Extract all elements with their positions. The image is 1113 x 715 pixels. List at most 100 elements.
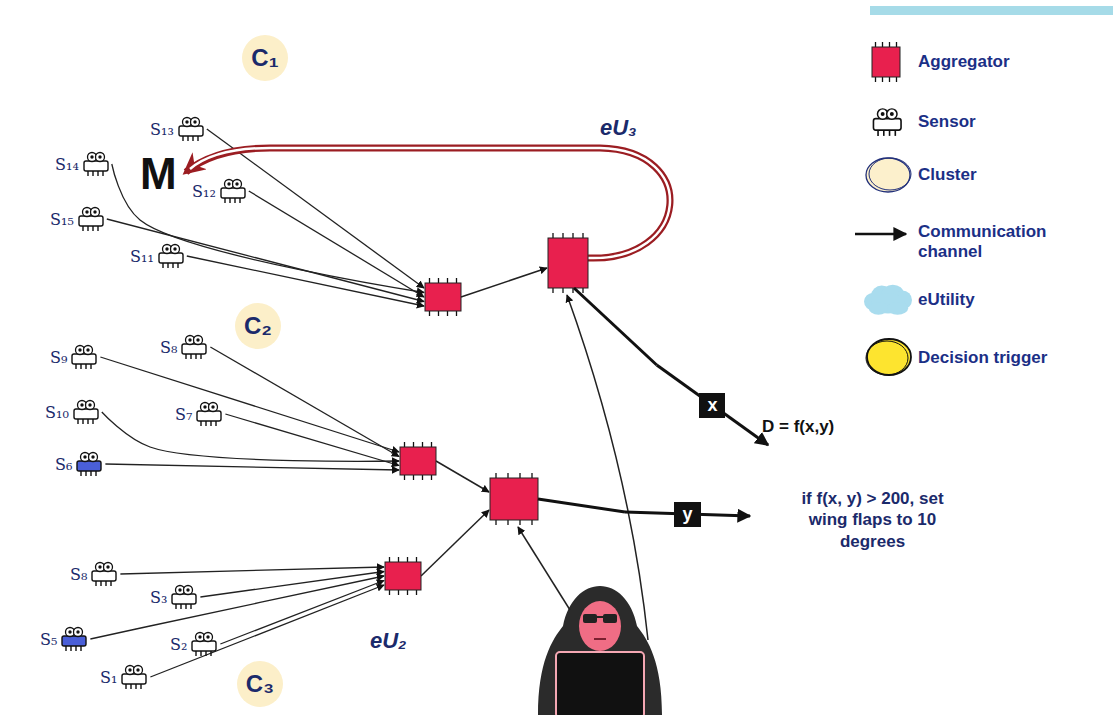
cluster-fill (23, 78, 317, 272)
cloud-puff (887, 302, 908, 315)
attack-link (518, 527, 570, 610)
cluster-ring (22, 315, 279, 506)
cloud-shape (365, 165, 670, 365)
sensor-eye (90, 208, 99, 217)
sensor-node: S₁ (100, 663, 149, 691)
sensor-body (92, 571, 116, 581)
decision-formula: D = f(x,y) (762, 417, 834, 437)
sensor-node: S₅ (40, 625, 89, 653)
sensor-body (62, 636, 86, 646)
sensor-pupil (79, 348, 82, 351)
hacker-laptop (556, 652, 644, 715)
chip-body (425, 283, 461, 311)
cloud-puff (345, 458, 457, 578)
sensor-body (84, 161, 108, 171)
aggregator-chip (872, 42, 900, 82)
sensor-link (249, 191, 424, 297)
cloud-puff (449, 404, 578, 524)
sensor-body (221, 188, 245, 198)
sensor-body (179, 126, 203, 136)
sensor-body (197, 411, 221, 421)
sensor-label: S₁₄ (55, 155, 79, 174)
sensor-eye (84, 346, 93, 355)
sensor-link (100, 357, 399, 452)
sensor-pupil (204, 405, 207, 408)
sensor-icon (873, 109, 901, 136)
sensor-pupil (179, 588, 182, 591)
channel-swatch (855, 233, 906, 236)
sensor-icon (197, 403, 221, 427)
hacker-mouth (594, 638, 606, 640)
edge-label: y (674, 502, 700, 527)
sensor-pupil (165, 247, 168, 250)
sensor-link (187, 256, 424, 306)
sensor-link (105, 464, 399, 470)
sensor-icon (179, 118, 203, 142)
sensor-icon (62, 628, 86, 652)
sensor-node: S₈ (70, 560, 119, 588)
aggregator-link (461, 268, 547, 297)
sensor-pupil (137, 668, 140, 671)
hacker-glasses (603, 614, 617, 623)
chip-body (490, 478, 538, 520)
sensor-node: S₁₁ (130, 242, 186, 270)
sensor-pupil (77, 630, 80, 633)
eutility-label: eU₃ (600, 115, 637, 141)
cluster-label: C₂ (235, 303, 281, 349)
cluster-ring (27, 75, 319, 271)
sensor-label: S₂ (170, 635, 187, 654)
sensor-icon (172, 586, 196, 610)
cloud-puff (513, 443, 625, 572)
sensor-pupil (235, 182, 238, 185)
sensor-pupil (129, 668, 132, 671)
sensor-body (192, 641, 216, 651)
cluster-ring (20, 81, 316, 273)
sensor-body (79, 216, 103, 226)
sensor-label: S₅ (40, 630, 57, 649)
cloud-puff (479, 520, 602, 606)
legend-text: Communication channel (918, 222, 1068, 263)
sensor-eye (89, 453, 98, 462)
legend-text: Sensor (918, 112, 976, 132)
sensor-pupil (69, 630, 72, 633)
chip-body (548, 238, 588, 288)
sensor-pupil (173, 247, 176, 250)
cluster-swatch (869, 158, 911, 190)
chip-body (385, 562, 421, 590)
cluster-label: C₁ (242, 35, 288, 81)
cluster-fill (18, 318, 277, 507)
cloud-swatch (864, 285, 912, 315)
sensor-body (182, 344, 206, 354)
sensor-icon (92, 563, 116, 587)
sensor-pupil (197, 338, 200, 341)
sensor-pupil (199, 635, 202, 638)
sensor-eye (194, 336, 203, 345)
feedback-arrow (186, 148, 670, 258)
hacker-glasses (583, 614, 597, 623)
sensor-label: S₁₃ (150, 120, 174, 139)
sensor-node: S₂ (170, 630, 219, 658)
sensor-pupil (890, 112, 894, 116)
cluster-label: C₃ (237, 661, 283, 707)
cloud-puff (478, 169, 618, 281)
sensor-icon (221, 180, 245, 204)
aggregator-chip (490, 473, 538, 525)
aggregator-chip (548, 233, 588, 293)
sensor-eye (85, 401, 94, 410)
sensor-icon (74, 401, 98, 425)
sensor-eye (95, 153, 104, 162)
sensor-pupil (90, 155, 93, 158)
chip-body (400, 447, 436, 475)
cloud-puff (387, 411, 510, 540)
sensor-link (107, 219, 424, 302)
sensor-pupil (80, 403, 83, 406)
cluster-swatch (866, 158, 910, 192)
sensor-link (90, 576, 384, 639)
sensor-node: S₇ (175, 400, 224, 428)
sensor-pupil (227, 182, 230, 185)
sensor-body (72, 354, 96, 364)
sensor-icon (72, 346, 96, 370)
sensor-pupil (212, 405, 215, 408)
sensor-eye (134, 666, 143, 675)
sensor-body (77, 461, 101, 471)
